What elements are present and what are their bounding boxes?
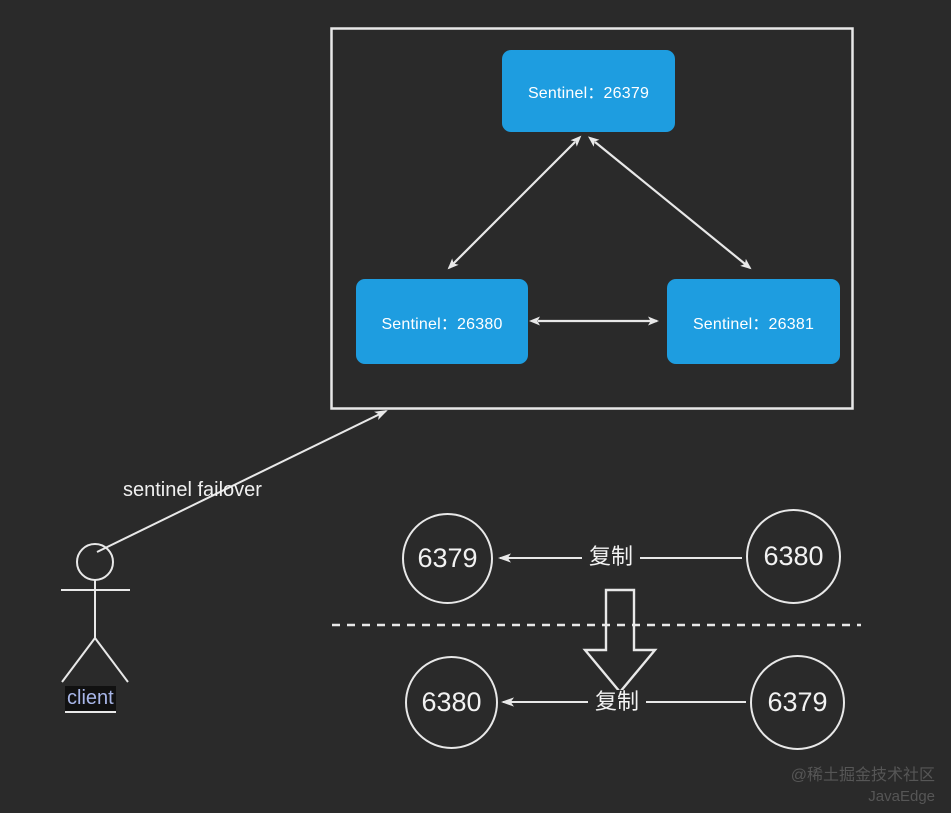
sentinel-node-26379[interactable]: Sentinel：26379 bbox=[502, 50, 675, 132]
watermark-author: JavaEdge bbox=[868, 787, 935, 805]
redis-node-after-master-label: 6379 bbox=[767, 687, 828, 717]
client-head bbox=[76, 543, 114, 581]
redis-node-before-replica[interactable]: 6379 bbox=[402, 513, 493, 604]
redis-node-after-replica[interactable]: 6380 bbox=[405, 656, 498, 749]
sentinel-node-26381[interactable]: Sentinel：26381 bbox=[667, 279, 840, 364]
sentinel-node-26380-label: Sentinel：26380 bbox=[381, 315, 503, 333]
redis-node-after-master[interactable]: 6379 bbox=[750, 655, 845, 750]
client-leg-left bbox=[61, 637, 96, 683]
redis-node-before-master-label: 6380 bbox=[763, 541, 824, 571]
sentinel-node-26379-label: Sentinel：26379 bbox=[527, 85, 650, 102]
link-26379-26381 bbox=[588, 136, 752, 270]
client-label[interactable]: client bbox=[65, 686, 116, 713]
client-leg-right bbox=[94, 637, 129, 683]
redis-node-after-replica-label: 6380 bbox=[421, 687, 482, 717]
replication-label-before: 复制 bbox=[582, 544, 641, 570]
client-to-cluster-connector bbox=[96, 410, 388, 553]
link-26379-26380 bbox=[447, 135, 582, 270]
failover-transition-arrow bbox=[582, 588, 658, 694]
watermark-community: @稀土掘金技术社区 bbox=[790, 767, 935, 784]
watermark: @稀土掘金技术社区 JavaEdge bbox=[735, 765, 935, 807]
sentinel-node-26380[interactable]: Sentinel：26380 bbox=[356, 279, 528, 364]
sentinel-node-26381-label: Sentinel：26381 bbox=[692, 315, 815, 333]
redis-node-before-replica-label: 6379 bbox=[417, 543, 478, 573]
sentinel-cluster-boundary bbox=[330, 27, 854, 410]
replication-label-after: 复制 bbox=[588, 689, 647, 715]
sentinel-failover-label: sentinel failover bbox=[123, 479, 262, 501]
redis-node-before-master[interactable]: 6380 bbox=[746, 509, 841, 604]
client-stick-figure bbox=[61, 543, 130, 683]
